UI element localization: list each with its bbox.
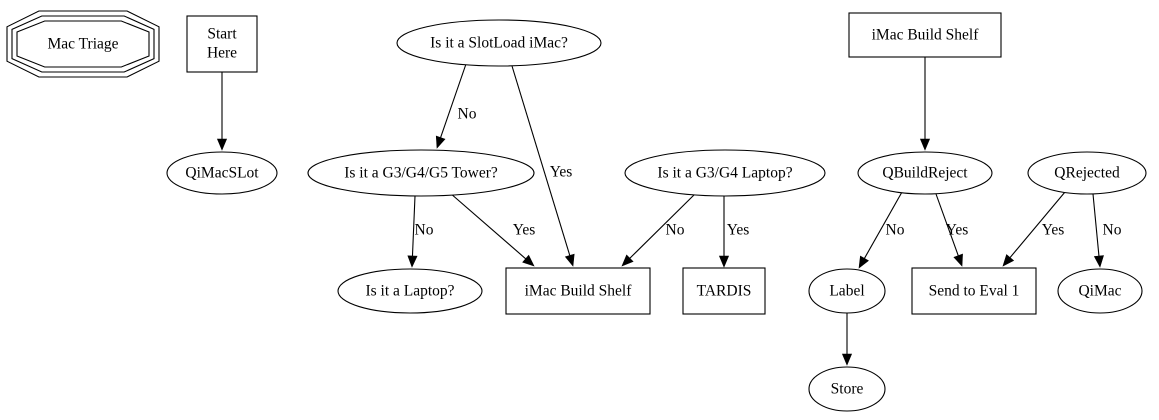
- edge-slotload-to-shelf_mid: Yes: [511, 65, 575, 267]
- arrowhead: [953, 253, 963, 267]
- node-tower[interactable]: Is it a G3/G4/G5 Tower?: [307, 149, 535, 197]
- node-label: Mac Triage: [47, 36, 118, 53]
- edge-laptopq-to-shelf_mid: No: [621, 191, 698, 267]
- node-store[interactable]: Store: [808, 366, 886, 412]
- node-slotload[interactable]: Is it a SlotLoad iMac?: [396, 19, 602, 67]
- node-qimacslot[interactable]: QiMacSLot: [166, 151, 278, 195]
- node-label: Store: [831, 381, 864, 398]
- edge-label: Yes: [1042, 222, 1065, 239]
- node-qimac[interactable]: QiMac: [1057, 268, 1143, 314]
- edge-label: No: [886, 222, 905, 239]
- edge-label: Yes: [550, 164, 573, 181]
- node-sendeval[interactable]: Send to Eval 1: [911, 267, 1037, 315]
- arrowhead: [718, 255, 730, 268]
- edge-tower-to-islaptop: No: [407, 195, 434, 268]
- node-qrejected[interactable]: QRejected: [1027, 151, 1147, 195]
- node-label: Send to Eval 1: [929, 283, 1020, 300]
- node-label: Is it a SlotLoad iMac?: [430, 35, 568, 52]
- edge-label: Yes: [513, 222, 536, 239]
- arrowhead: [216, 138, 228, 151]
- node-label: iMac Build Shelf: [872, 27, 980, 44]
- edge-label: No: [666, 222, 685, 239]
- edge-label: No: [458, 106, 477, 123]
- edge-slotload-to-tower: No: [435, 63, 477, 149]
- node-label: Label: [829, 283, 864, 300]
- node-title[interactable]: Mac Triage: [6, 10, 160, 78]
- node-qbuildreject[interactable]: QBuildReject: [857, 151, 993, 195]
- node-label: TARDIS: [697, 283, 752, 300]
- arrowhead: [841, 353, 853, 366]
- node-shelf_top[interactable]: iMac Build Shelf: [848, 12, 1002, 58]
- node-tardis[interactable]: TARDIS: [682, 267, 766, 315]
- node-label: QBuildReject: [882, 165, 968, 182]
- arrowhead: [435, 135, 446, 149]
- node-laptopq[interactable]: Is it a G3/G4 Laptop?: [624, 149, 826, 197]
- arrowhead: [1093, 255, 1104, 268]
- edge-start-to-qimacslot: [216, 72, 228, 151]
- edge-shelf_top-to-qbuildreject: [919, 57, 931, 151]
- edge-label-to-store: [841, 313, 853, 366]
- edge-qbuildreject-to-label: No: [858, 191, 905, 269]
- arrowhead: [621, 254, 634, 267]
- node-label: Is it a G3/G4 Laptop?: [657, 165, 792, 182]
- node-label: QRejected: [1054, 165, 1120, 182]
- arrowhead: [858, 255, 869, 269]
- edge-tower-to-shelf_mid: Yes: [449, 192, 536, 267]
- edge-label: Yes: [727, 222, 750, 239]
- node-label: QiMac: [1078, 283, 1121, 300]
- edge-label: Yes: [946, 222, 969, 239]
- edge-label: No: [415, 222, 434, 239]
- arrowhead: [1002, 254, 1015, 267]
- node-label: QiMacSLot: [185, 165, 259, 182]
- node-label: Is it a Laptop?: [365, 283, 454, 300]
- node-shelf_mid[interactable]: iMac Build Shelf: [505, 267, 651, 315]
- edge-label: No: [1103, 222, 1122, 239]
- node-label[interactable]: Label: [808, 268, 886, 314]
- edge-qrejected-to-qimac: No: [1092, 193, 1122, 268]
- edge-laptopq-to-tardis: Yes: [718, 196, 750, 268]
- arrowhead: [919, 138, 931, 151]
- edge-qbuildreject-to-sendeval: Yes: [935, 193, 969, 267]
- edge-qrejected-to-sendeval: Yes: [1002, 191, 1066, 267]
- node-label: iMac Build Shelf: [525, 283, 633, 300]
- arrowhead: [564, 253, 575, 267]
- arrowhead: [407, 255, 418, 268]
- arrowhead: [522, 254, 535, 267]
- node-islaptop[interactable]: Is it a Laptop?: [337, 268, 483, 314]
- node-label: Is it a G3/G4/G5 Tower?: [344, 165, 498, 182]
